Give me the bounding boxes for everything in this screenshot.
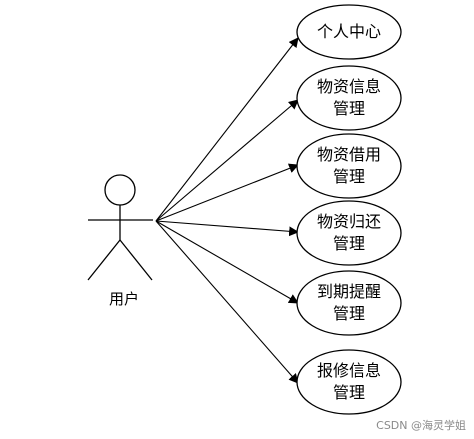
association-arrow-personal-center — [155, 37, 299, 222]
actor-head — [104, 174, 136, 206]
use-case-due-reminder — [296, 270, 402, 336]
use-case-personal-center — [296, 4, 402, 60]
use-case-label-material-return: 物资归还 管理 — [316, 212, 381, 253]
actor-label: 用户 — [108, 290, 139, 308]
actor-left-leg — [87, 239, 121, 281]
use-case-repair-info — [296, 349, 402, 415]
association-arrow-material-info — [155, 99, 299, 222]
use-case-label-material-borrow: 物资借用 管理 — [316, 145, 381, 186]
use-case-material-return — [296, 200, 402, 266]
use-case-material-info — [296, 65, 402, 131]
association-arrow-material-return — [155, 220, 299, 237]
use-case-material-borrow — [296, 133, 402, 199]
use-case-label-repair-info: 报修信息 管理 — [316, 361, 381, 402]
association-arrow-material-borrow — [155, 163, 299, 222]
association-arrow-due-reminder — [155, 220, 299, 304]
use-case-label-material-info: 物资信息 管理 — [316, 77, 381, 118]
actor-figure — [87, 174, 153, 281]
watermark: CSDN @海灵学姐 — [376, 419, 466, 432]
use-case-label-due-reminder: 到期提醒 管理 — [316, 282, 381, 323]
association-arrow-repair-info — [155, 220, 299, 384]
actor-right-leg — [119, 239, 153, 281]
use-case-label-personal-center: 个人中心 — [316, 22, 381, 41]
